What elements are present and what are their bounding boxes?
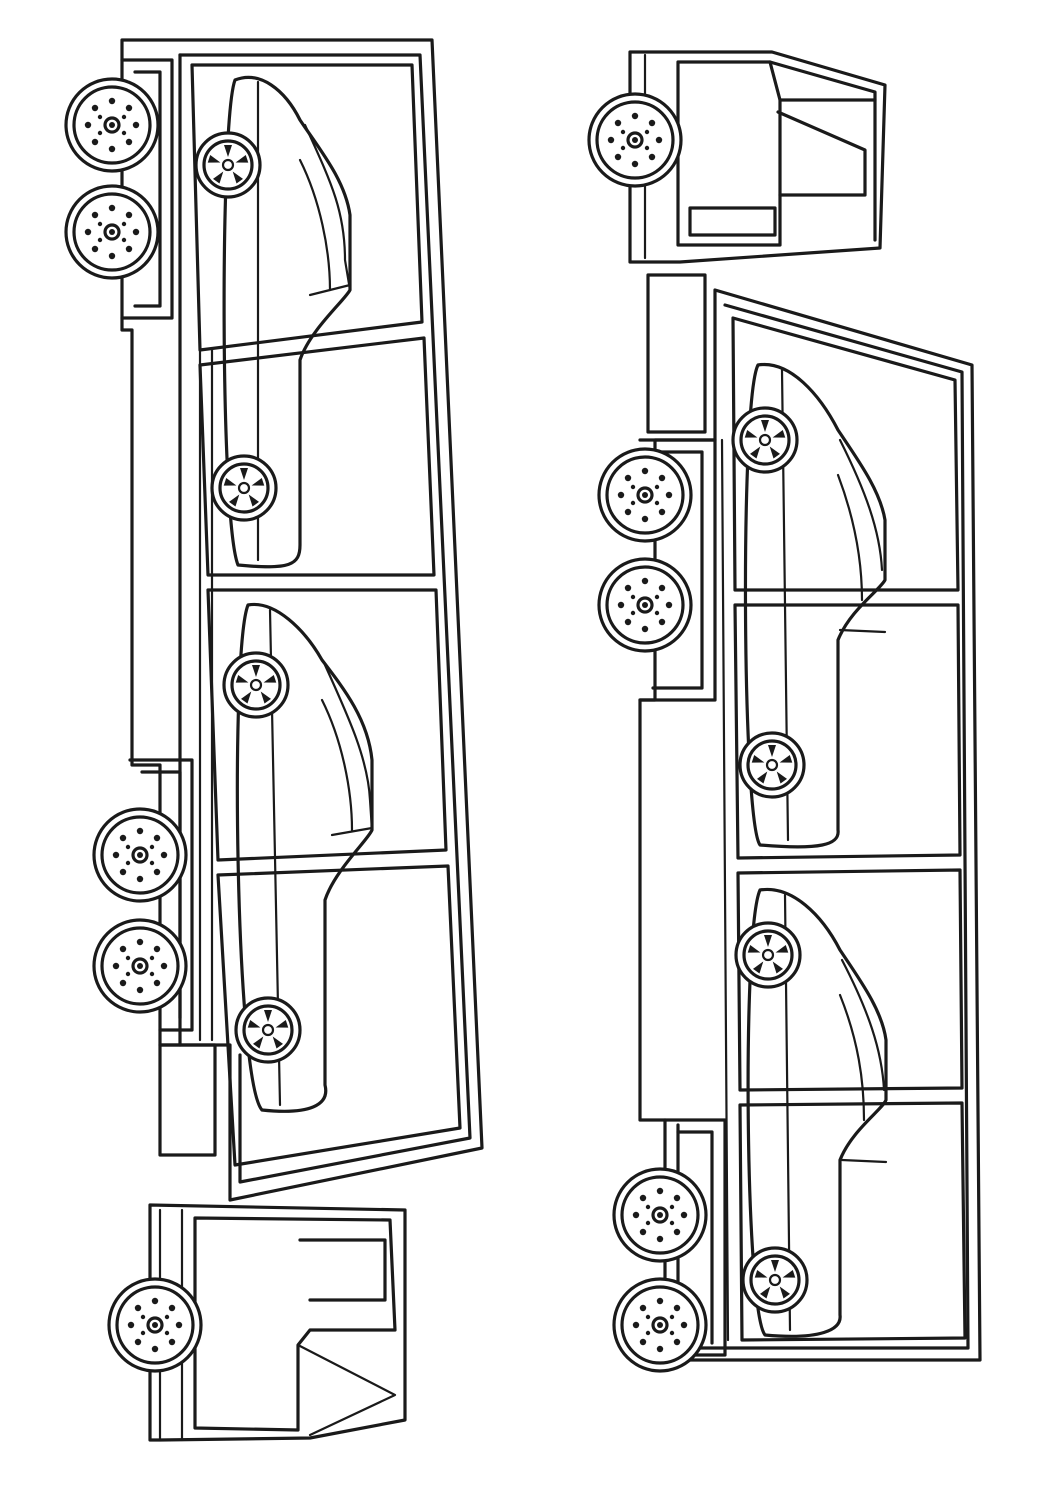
- trailer-bays: [720, 316, 967, 1342]
- truck-wheel-icon: [612, 1167, 708, 1263]
- truck-cab: [587, 50, 887, 264]
- truck-wheel-icon: [64, 77, 160, 173]
- truck-wheel-icon: [92, 807, 188, 903]
- truck-wheel-icon: [107, 1277, 203, 1373]
- car-3: [731, 362, 887, 849]
- car-4: [734, 887, 888, 1338]
- truck-cab: [107, 1203, 407, 1442]
- car-wheel-icon: [741, 1246, 809, 1314]
- trailer-bays: [190, 63, 462, 1167]
- truck-wheel-icon: [597, 557, 693, 653]
- car-wheel-icon: [234, 996, 302, 1064]
- car-wheel-icon: [210, 454, 278, 522]
- car-wheel-icon: [738, 731, 806, 799]
- car-wheel-icon: [734, 921, 802, 989]
- truck-wheel-icon: [92, 918, 188, 1014]
- car-wheel-icon: [194, 131, 262, 199]
- truck-cab-bottom: [64, 38, 484, 1442]
- car-2: [222, 602, 374, 1113]
- car-wheel-icon: [222, 651, 290, 719]
- truck-wheel-icon: [587, 92, 683, 188]
- truck-cab-top: [587, 50, 982, 1373]
- car-wheel-icon: [731, 406, 799, 474]
- car-1: [194, 75, 352, 569]
- truck-wheel-icon: [612, 1277, 708, 1373]
- truck-wheel-icon: [64, 184, 160, 280]
- truck-wheel-icon: [597, 447, 693, 543]
